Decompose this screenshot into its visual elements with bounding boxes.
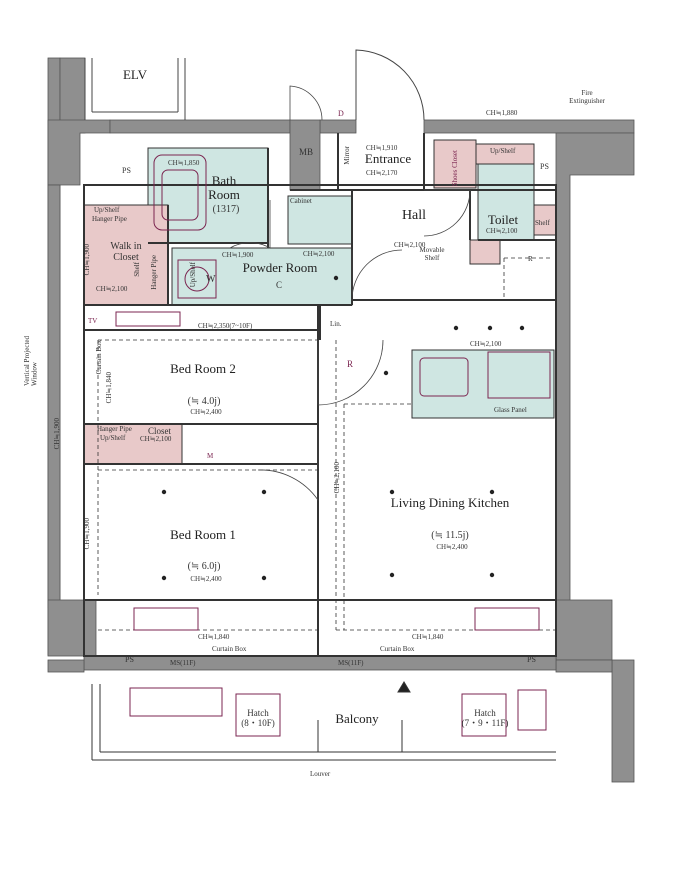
hatch-right: Hatch (7・9・11F) — [461, 708, 509, 728]
mb-door — [289, 85, 323, 121]
elevator-shaft — [84, 58, 186, 120]
symbol-tv: TV — [88, 317, 98, 325]
bath-size: (1317) — [212, 204, 240, 215]
bed2-size: (≒ 4.0j) — [187, 396, 221, 407]
mb-label: MB — [298, 147, 314, 157]
elevator-label: ELV — [122, 67, 148, 82]
powder-up-shelf: Up/Shelf — [189, 262, 197, 288]
symbol-d: D — [338, 109, 344, 118]
closet-ch: CH≒2,100 — [140, 435, 172, 443]
wic-ch-vert: CH≒1,900 — [83, 244, 91, 276]
ms-left: MS(11F) — [170, 659, 196, 667]
ps-label-bottom-right: PS — [527, 655, 536, 664]
bed2-label: Bed Room 2 — [170, 361, 236, 376]
entrance-label: Entrance — [364, 151, 412, 166]
ldk-ch-bottom: CH≒1,840 — [412, 633, 444, 641]
closet-label: Closet — [148, 426, 172, 436]
hall-ch: CH≒2,100 — [394, 241, 426, 249]
entrance-up-shelf: Up/Shelf — [490, 147, 516, 155]
ldk-size: (≒ 11.5j) — [431, 530, 469, 541]
bath-ch: CH≒1,850 — [168, 159, 200, 167]
entrance-ch-right: CH≒1,880 — [486, 109, 518, 117]
ms-right: MS(11F) — [338, 659, 364, 667]
ldk-kitchen-ch: CH≒2,100 — [470, 340, 502, 348]
closet-up-shelf: Up/Shelf — [100, 434, 126, 442]
powder-room-ch2: CH≒1,900 — [222, 251, 254, 259]
bed2-ch: CH≒2,400 — [190, 408, 222, 416]
balcony-label: Balcony — [335, 711, 379, 726]
ldk-ch: CH≒2,400 — [436, 543, 468, 551]
linen-label: Lin. — [330, 320, 342, 328]
window-ch: CH≒1,840 — [105, 372, 113, 404]
closet-hanger: Hanger Pipe — [97, 425, 132, 433]
balcony-outline — [91, 681, 556, 761]
window-label: Vertical Projected Window — [23, 336, 39, 386]
mirror-label: Mirror — [343, 146, 351, 165]
symbol-r-hall: R — [528, 255, 533, 263]
symbol-c: C — [276, 280, 283, 290]
ldk-label: Living Dining Kitchen — [390, 495, 510, 510]
cabinet-label: Cabinet — [290, 197, 312, 205]
hatch-left: Hatch (8・10F) — [241, 708, 275, 728]
curtain-box-left: Curtain Box — [212, 645, 247, 653]
toilet-ch: CH≒2,100 — [486, 227, 518, 235]
entrance-ch-bottom: CH≒2,170 — [366, 169, 398, 177]
entrance-door — [355, 49, 425, 121]
powder-room-label: Powder Room — [242, 260, 318, 275]
wic-up-shelf: Up/Shelf — [94, 206, 120, 214]
wic-hanger-vert: Hanger Pipe — [150, 255, 158, 290]
bed1-label: Bed Room 1 — [170, 527, 236, 542]
hall-label: Hall — [401, 208, 427, 223]
exterior-walls — [47, 57, 635, 783]
glass-panel-label: Glass Panel — [494, 406, 527, 414]
toilet-label: Toilet — [487, 212, 519, 227]
washer-symbol: W — [206, 274, 216, 285]
entrance-ch-top: CH≒1,910 — [366, 144, 398, 152]
ps-label-top-right: PS — [540, 162, 549, 171]
ldk-ch-vert: CH≒2,100 — [333, 462, 341, 494]
movable-shelf-label: Movable Shelf — [419, 246, 445, 262]
window-ch2: CH≒1,900 — [53, 418, 61, 450]
ps-label-top-left: PS — [122, 166, 131, 175]
interior-walls — [83, 133, 557, 657]
wic-shelf-vert: Shelf — [133, 262, 141, 277]
powder-room-ch: CH≒2,100 — [303, 250, 335, 258]
wet-areas — [147, 147, 555, 419]
curtain-box-right: Curtain Box — [380, 645, 415, 653]
appliances — [115, 154, 551, 737]
bath-label: Bath Room — [208, 173, 240, 203]
symbol-r: R — [347, 359, 354, 369]
window-ch3: CH≒1,900 — [83, 518, 91, 550]
window-curtain-box: Curtain Box — [95, 340, 103, 375]
shoes-closet-label: Shoes Closet — [451, 150, 459, 187]
symbol-m: M — [207, 452, 214, 460]
bed1-size: (≒ 6.0j) — [187, 561, 221, 572]
wic-ch: CH≒2,100 — [96, 285, 128, 293]
door-swings — [229, 189, 471, 502]
louver-label: Louver — [310, 770, 331, 778]
wic-hanger-pipe: Hanger Pipe — [92, 215, 127, 223]
walk-in-closet-label: Walk in Closet — [110, 241, 142, 263]
bed1-ch: CH≒2,400 — [190, 575, 222, 583]
fire-extinguisher-label: Fire Extinguisher — [569, 89, 605, 105]
bed2-ch-top: CH≒2,350(7~10F) — [198, 322, 253, 330]
toilet-shelf-label: Shelf — [535, 219, 550, 227]
symbol-dots — [161, 275, 525, 581]
ps-label-bottom-left: PS — [125, 655, 134, 664]
bed1-ch-bottom: CH≒1,840 — [198, 633, 230, 641]
